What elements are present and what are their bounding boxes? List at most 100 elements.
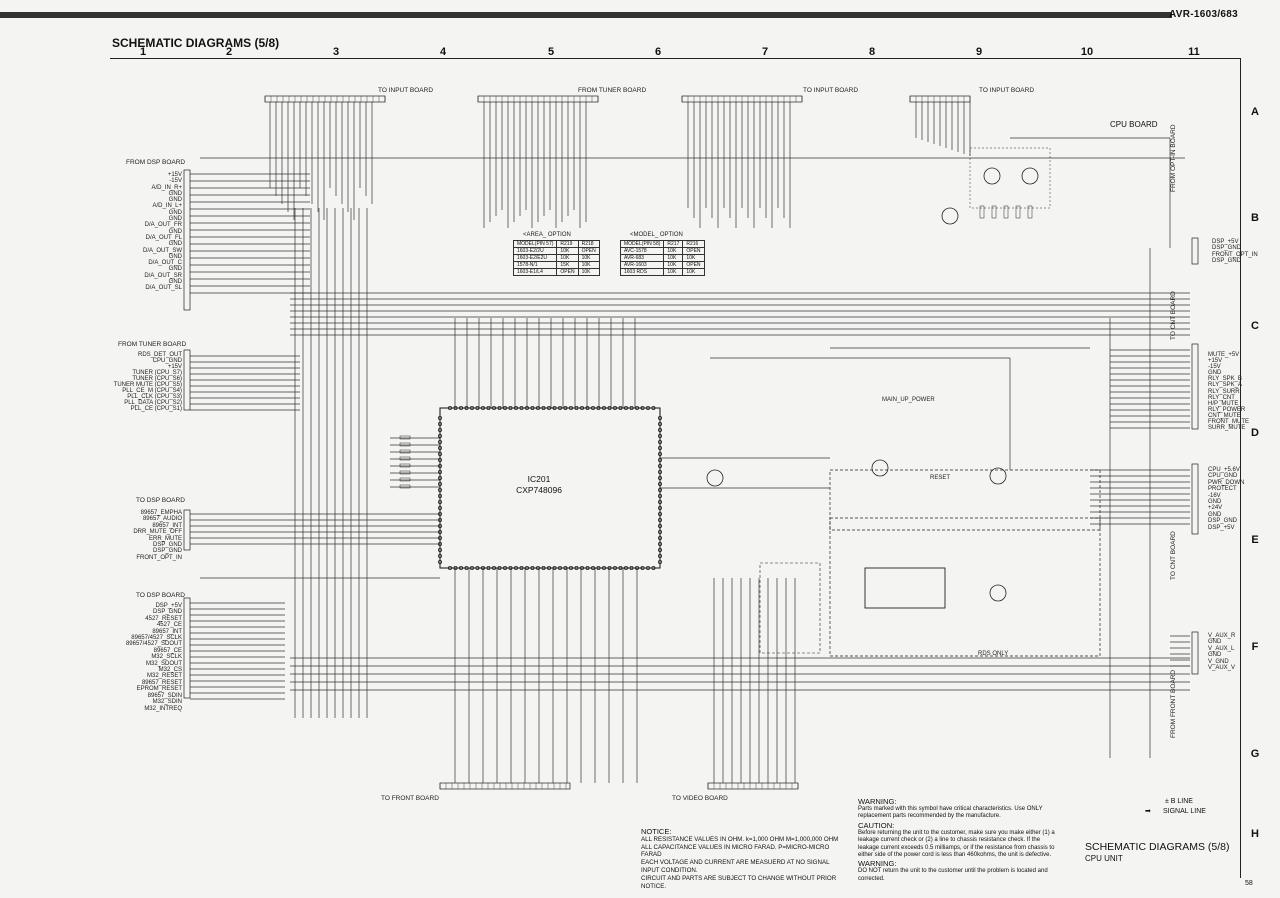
column-number: 11 xyxy=(1188,46,1200,58)
transistor-symbol xyxy=(530,405,535,410)
model-number: AVR-1603/683 xyxy=(1168,9,1238,20)
signal-label: RLY_SURR xyxy=(1208,388,1240,395)
transistor-symbol xyxy=(552,565,557,570)
signal-label: EPROM_RESET xyxy=(136,686,182,693)
transistor-symbol xyxy=(590,565,595,570)
transistor-symbol xyxy=(464,565,469,570)
signal-label: DSP_GND xyxy=(152,542,182,549)
table-cell: AVR-683 xyxy=(619,254,665,262)
transistor-symbol xyxy=(658,511,663,516)
signal-label: -15V xyxy=(169,178,182,185)
transistor-symbol xyxy=(658,529,663,534)
to-dsp-board-2: TO DSP BOARD xyxy=(136,592,185,599)
from-tuner-board-left: FROM TUNER BOARD xyxy=(118,341,187,348)
transistor-symbol xyxy=(983,167,1001,185)
transistor-symbol xyxy=(640,565,645,570)
to-dsp-board-1: TO DSP BOARD xyxy=(136,497,185,504)
signal-label: D/A_OUT_SW xyxy=(142,247,182,254)
table-cell: AVC-1578 xyxy=(619,247,665,255)
transistor-symbol xyxy=(658,553,663,558)
footer-subtitle: CPU UNIT xyxy=(1085,854,1123,863)
from-dsp-board: FROM DSP BOARD xyxy=(126,159,186,166)
transistor-symbol xyxy=(524,565,529,570)
signal-label: GND xyxy=(168,253,182,260)
transistor-symbol xyxy=(618,565,623,570)
transistor-symbol xyxy=(607,405,612,410)
transistor-symbol xyxy=(658,427,663,432)
table-cell: OPEN xyxy=(556,268,579,276)
transistor-symbol xyxy=(658,463,663,468)
component-outline xyxy=(399,442,411,447)
transistor-symbol xyxy=(552,405,557,410)
transistor-symbol xyxy=(579,565,584,570)
signal-label: 89657/4527_SDOUT xyxy=(125,641,182,648)
column-number: 5 xyxy=(547,46,555,58)
table-cell: 1578-N/1 xyxy=(512,261,558,269)
signal-label: PROTECT xyxy=(1208,486,1237,493)
signal-label: D/A_OUT_SL xyxy=(145,285,182,292)
transistor-symbol xyxy=(480,405,485,410)
legend: ± B LINE ➡SIGNAL LINE xyxy=(1145,797,1206,817)
column-number: 10 xyxy=(1080,46,1094,58)
component-outline xyxy=(399,449,411,454)
signal-label: +15V xyxy=(167,172,182,178)
transistor-symbol xyxy=(585,405,590,410)
transistor-symbol xyxy=(658,433,663,438)
transistor-symbol xyxy=(437,415,442,420)
reset-label: RESET xyxy=(930,475,951,481)
model-option-title: <MODEL_ OPTION xyxy=(630,232,683,238)
table-cell: R218 xyxy=(577,240,600,248)
table-cell: 10K xyxy=(682,268,705,276)
transistor-symbol xyxy=(437,559,442,564)
transistor-symbol xyxy=(658,547,663,552)
transistor-symbol xyxy=(563,565,568,570)
transistor-symbol xyxy=(651,565,656,570)
transistor-symbol xyxy=(658,499,663,504)
signal-label: DRR_MUTE_OFF xyxy=(133,529,182,536)
caution-text: Before returning the unit to the custome… xyxy=(858,829,1055,859)
signal-label: 89657_INT xyxy=(152,628,182,635)
transistor-symbol xyxy=(437,487,442,492)
table-cell: 10K xyxy=(663,254,684,262)
signal-label: D/A_OUT_FR xyxy=(144,222,182,229)
transistor-symbol xyxy=(437,505,442,510)
arrow-right-icon: ➡ xyxy=(1145,808,1151,815)
signal-label: 89657_RESET xyxy=(141,679,182,686)
transistor-symbol xyxy=(871,459,889,477)
warning-block: WARNING: Parts marked with this symbol h… xyxy=(858,797,1058,883)
transistor-symbol xyxy=(437,547,442,552)
signal-label: FRONT_OPT_IN xyxy=(1212,251,1258,258)
column-number: 9 xyxy=(975,46,983,58)
transistor-symbol xyxy=(658,535,663,540)
signal-label: DSP_GND xyxy=(152,609,182,616)
signal-label: MUTE_+5V xyxy=(1208,352,1240,358)
component-outline xyxy=(399,463,411,468)
transistor-symbol xyxy=(658,451,663,456)
signal-label: M32_INTREQ xyxy=(144,705,182,712)
table-cell: 1603-E2/2U xyxy=(512,247,558,255)
component-outline xyxy=(979,205,985,219)
signal-label: M32_SDIN xyxy=(152,699,182,706)
transistor-symbol xyxy=(437,517,442,522)
signal-label: H/P_MUTE xyxy=(1208,400,1239,407)
transistor-symbol xyxy=(635,565,640,570)
transistor-symbol xyxy=(658,493,663,498)
ic-reference: IC201 xyxy=(527,474,551,484)
component-outline xyxy=(399,435,411,440)
transistor-symbol xyxy=(596,565,601,570)
from-front-board: FROM FRONT BOARD xyxy=(1170,669,1177,738)
transistor-symbol xyxy=(568,565,573,570)
transistor-symbol xyxy=(546,565,551,570)
transistor-symbol xyxy=(437,511,442,516)
to-input-board-3: TO INPUT BOARD xyxy=(979,87,1035,94)
table-cell: 10K xyxy=(663,247,684,255)
component-outline xyxy=(1015,205,1021,219)
component-outline xyxy=(1191,343,1199,430)
signal-label: DSP_GND xyxy=(152,548,182,555)
signal-label: CPU_GND xyxy=(152,358,182,364)
